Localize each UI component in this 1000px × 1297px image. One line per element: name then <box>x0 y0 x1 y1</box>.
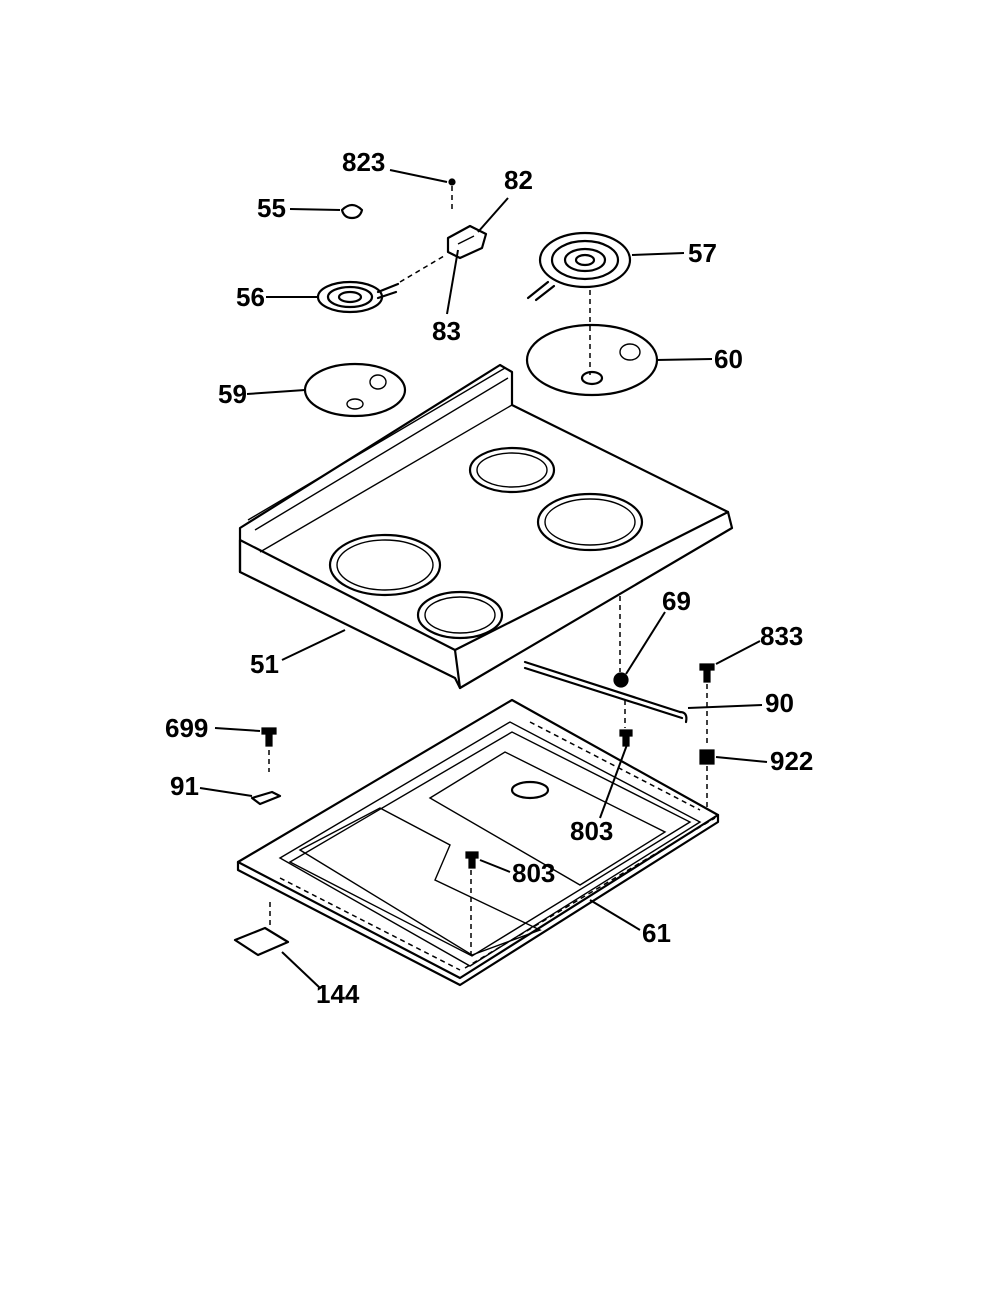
label-57: 57 <box>688 238 717 268</box>
label-59: 59 <box>218 379 247 409</box>
label-56: 56 <box>236 282 265 312</box>
label-91: 91 <box>170 771 199 801</box>
bracket-91 <box>250 790 282 806</box>
label-61: 61 <box>642 918 671 948</box>
label-60: 60 <box>714 344 743 374</box>
label-833: 833 <box>760 621 803 651</box>
main-top-frame-61 <box>236 698 720 987</box>
rod-90 <box>523 660 688 724</box>
label-803-upper: 803 <box>570 816 613 846</box>
label-69: 69 <box>662 586 691 616</box>
label-90: 90 <box>765 688 794 718</box>
nut-922 <box>699 749 715 808</box>
label-823: 823 <box>342 147 385 177</box>
drip-pan-59 <box>303 362 407 418</box>
screw-823 <box>448 178 456 212</box>
label-699: 699 <box>165 713 208 743</box>
screw-803-upper <box>619 700 633 747</box>
label-55: 55 <box>257 193 286 223</box>
label-82: 82 <box>504 165 533 195</box>
small-element-56 <box>316 255 445 314</box>
screw-833 <box>699 663 715 745</box>
clip-69 <box>613 596 629 688</box>
large-element-57 <box>526 231 632 375</box>
receptacle-82 <box>446 224 488 260</box>
label-144: 144 <box>316 979 360 1009</box>
label-803-lower: 803 <box>512 858 555 888</box>
label-51: 51 <box>250 649 279 679</box>
knob-55 <box>340 203 364 220</box>
main-top-51 <box>238 363 734 690</box>
screw-699 <box>261 727 277 772</box>
label-922: 922 <box>770 746 813 776</box>
label-83: 83 <box>432 316 461 346</box>
bracket-144 <box>233 902 290 957</box>
drip-pan-60 <box>525 323 659 397</box>
screw-803-lower <box>465 851 479 955</box>
leader-lines <box>199 169 768 989</box>
